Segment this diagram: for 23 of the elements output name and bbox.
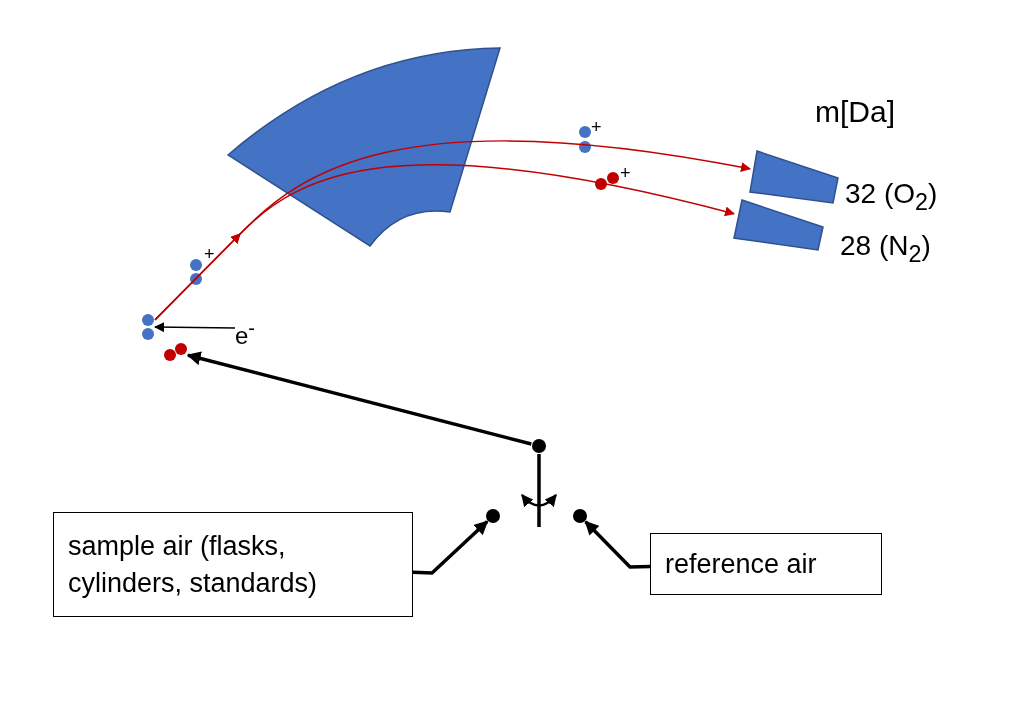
arrow (154, 322, 236, 333)
electron-label: e$^{-}$ (235, 314, 256, 350)
pivot-dot (532, 439, 546, 453)
arrow (154, 164, 735, 321)
label-text: reference air (665, 547, 817, 581)
contact-dot (573, 509, 587, 523)
charge-sign: + (591, 118, 602, 136)
mass-label: 28 (N$_{2}$) (840, 232, 931, 266)
charge-sign: + (204, 245, 215, 263)
label-text: sample air (flasks, cylinders, standards) (68, 530, 319, 600)
charge-sign: + (620, 164, 631, 182)
axis-label: m[Da] (815, 97, 895, 127)
collector-plate (750, 151, 838, 204)
molecule-icon (163, 342, 188, 362)
arrow (584, 520, 651, 569)
arrow (186, 351, 532, 446)
label-box (53, 512, 413, 617)
arrow (412, 520, 489, 575)
mass-label: 32 (O$_{2}$) (845, 180, 938, 214)
collector-plate (734, 200, 823, 251)
molecule-icon (141, 313, 155, 341)
contact-dot (486, 509, 500, 523)
label-box (650, 533, 882, 595)
